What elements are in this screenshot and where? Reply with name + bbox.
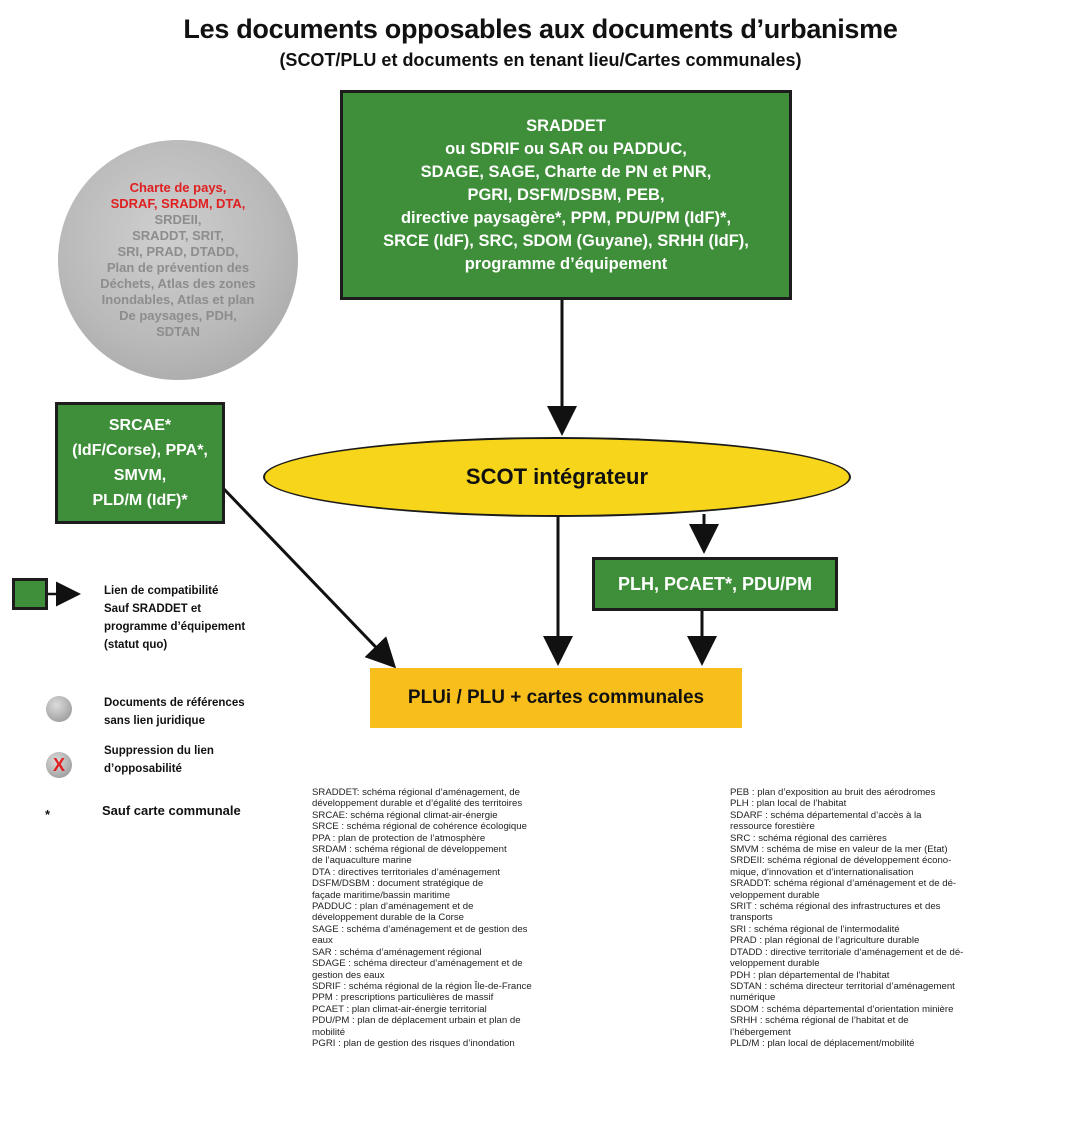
definition-line: l’hébergement (730, 1026, 791, 1038)
legend-compat-line: (statut quo) (104, 639, 168, 651)
definition-line: SRCE : schéma régional de cohérence écol… (312, 821, 527, 833)
srcae-box: SRCAE* (IdF/Corse), PPA*, SMVM, PLD/M (IdF)… (55, 402, 225, 524)
definitions-right: PEB : plan d’exposition au bruit des aér… (730, 787, 963, 1049)
definition-line: SRCAE: schéma régional climat-air-énergi… (312, 809, 498, 821)
legend-reference-text: Documents de références sans lien juridiq… (104, 694, 245, 730)
circle-grey-line: SRI, PRAD, DTADD, (117, 244, 239, 259)
circle-grey-line: SRDEII, (154, 212, 202, 227)
definition-line: DTA : directives territoriales d’aménage… (312, 866, 501, 878)
legend-compat-line: Lien de compatibilité (104, 585, 219, 597)
definition-line: SRHH : schéma régional de l’habitat et d… (730, 1015, 909, 1027)
definition-line: DTADD : directive territoriale d’aménage… (730, 946, 964, 958)
main-box-line: ou SDRIF ou SAR ou PADDUC, (445, 139, 687, 158)
definition-line: PDH : plan départemental de l’habitat (730, 969, 890, 981)
definition-line: PLD/M : plan local de déplacement/mobili… (730, 1037, 915, 1049)
definition-line: transports (730, 912, 773, 924)
main-box-line: SRCE (IdF), SRC, SDOM (Guyane), SRHH (Id… (383, 231, 749, 250)
legend-reference-line: sans lien juridique (104, 715, 205, 727)
definition-line: SRC : schéma régional des carrières (730, 832, 887, 844)
circle-red-line: SDRAF, SRADM, DTA, (110, 196, 246, 211)
definition-line: PCAET : plan climat-air-énergie territor… (312, 1003, 487, 1015)
legend-x-icon: X (46, 752, 72, 778)
arrow-srcae-to-plu (220, 485, 397, 669)
page-title: Les documents opposables aux documents d… (183, 14, 898, 44)
definition-line: SRADDET: schéma régional d’aménagement, … (312, 787, 520, 798)
main-documents-box: SRADDET ou SDRIF ou SAR ou PADDUC, SDAGE, … (340, 90, 792, 300)
definition-line: SDOM : schéma départemental d’orientatio… (730, 1003, 954, 1015)
definition-line: SDTAN : schéma directeur territorial d’a… (730, 980, 955, 992)
definition-line: SDAGE : schéma directeur d’aménagement e… (312, 958, 523, 970)
legend-green-square (12, 578, 48, 610)
plh-box: PLH, PCAET*, PDU/PM (592, 557, 838, 611)
srcae-box-line: (IdF/Corse), PPA*, (72, 442, 208, 459)
scot-label: SCOT intégrateur (465, 464, 649, 489)
main-box-line: programme d’équipement (464, 254, 668, 273)
legend-suppression-text: Suppression du lien d’opposabilité (104, 742, 214, 778)
plu-box: PLUi / PLU + cartes communales (370, 668, 742, 728)
definition-line: développement durable de la Corse (312, 912, 465, 924)
legend-grey-circle (46, 696, 72, 722)
definition-line: PDU/PM : plan de déplacement urbain et p… (312, 1015, 521, 1027)
definition-line: PEB : plan d’exposition au bruit des aér… (730, 787, 936, 798)
plu-label: PLUi / PLU + cartes communales (407, 687, 705, 708)
definition-line: SRADDT: schéma régional d’aménagement et… (730, 878, 957, 890)
definition-line: SRI : schéma régional de l’intermodalité (730, 923, 900, 935)
definition-line: DSFM/DSBM : document stratégique de (312, 878, 484, 890)
legend-suppression-line: d’opposabilité (104, 763, 182, 775)
definition-line: PPM : prescriptions particulières de mas… (312, 992, 494, 1004)
definition-line: PLH : plan local de l’habitat (730, 798, 847, 810)
circle-grey-line: De paysages, PDH, (119, 308, 237, 323)
definition-line: PADDUC : plan d’aménagement et de (312, 901, 474, 913)
definition-line: mobilité (312, 1026, 346, 1038)
definition-line: développement durable et d’égalité des t… (312, 798, 523, 810)
reference-documents-circle: Charte de pays,SDRAF, SRADM, DTA, SRDEII… (58, 140, 298, 380)
main-box-line: directive paysagère*, PPM, PDU/PM (IdF)*… (400, 208, 732, 227)
circle-grey-line: SRADDT, SRIT, (132, 228, 224, 243)
definitions-left: SRADDET: schéma régional d’aménagement, … (312, 787, 532, 1049)
legend-reference-line: Documents de références (104, 697, 245, 709)
legend-star-text: Sauf carte communale (102, 803, 241, 818)
definition-line: eaux (312, 935, 333, 947)
definition-line: SRDEII: schéma régional de développement… (730, 855, 952, 867)
main-box-line: SRADDET (526, 116, 606, 135)
definition-line: veloppement durable (730, 889, 820, 901)
scot-ellipse: SCOT intégrateur (263, 437, 851, 517)
definition-line: PRAD : plan régional de l’agriculture du… (730, 935, 920, 947)
definition-line: gestion des eaux (312, 969, 385, 981)
definition-line: SRIT : schéma régional des infrastructur… (730, 901, 941, 913)
definition-line: SDRIF : schéma régional de la région Île… (312, 980, 532, 992)
legend-compat-line: programme d’équipement (104, 621, 246, 633)
main-box-line: SDAGE, SAGE, Charte de PN et PNR, (420, 162, 712, 181)
definition-line: SAR : schéma d’aménagement régional (312, 946, 482, 958)
srcae-box-line: SMVM, (113, 467, 167, 484)
srcae-box-line: SRCAE* (108, 417, 172, 434)
definition-line: PPA : plan de protection de l’atmosphère (312, 832, 486, 844)
definition-line: de l’aquaculture marine (312, 855, 412, 867)
definition-line: SMVM : schéma de mise en valeur de la me… (730, 844, 948, 856)
definition-line: ressource forestière (730, 821, 815, 833)
legend-compat-line: Sauf SRADDET et (104, 603, 202, 615)
srcae-box-line: PLD/M (IdF)* (92, 492, 188, 509)
definition-line: SRDAM : schéma régional de développement (312, 844, 507, 856)
main-box-line: PGRI, DSFM/DSBM, PEB, (467, 185, 665, 204)
page-subtitle: (SCOT/PLU et documents en tenant lieu/Ca… (279, 50, 802, 70)
circle-grey-line: Inondables, Atlas et plan (101, 292, 255, 307)
definition-line: PGRI : plan de gestion des risques d’ino… (312, 1037, 515, 1049)
circle-red-line: Charte de pays, (129, 180, 227, 195)
circle-grey-line: Plan de prévention des (106, 260, 250, 275)
definition-line: SDARF : schéma départemental d’accès à l… (730, 809, 922, 821)
definition-line: mique, d’innovation et d’internationalis… (730, 866, 914, 878)
legend-suppression-line: Suppression du lien (104, 745, 214, 757)
circle-grey-line: SDTAN (156, 324, 200, 339)
definition-line: veloppement durable (730, 958, 820, 970)
circle-grey-line: Déchets, Atlas des zones (100, 276, 256, 291)
definition-line: façade maritime/bassin maritime (312, 889, 451, 901)
legend-star: * (45, 807, 51, 822)
definition-line: SAGE : schéma d’aménagement et de gestio… (312, 923, 528, 935)
definition-line: numérique (730, 992, 776, 1004)
